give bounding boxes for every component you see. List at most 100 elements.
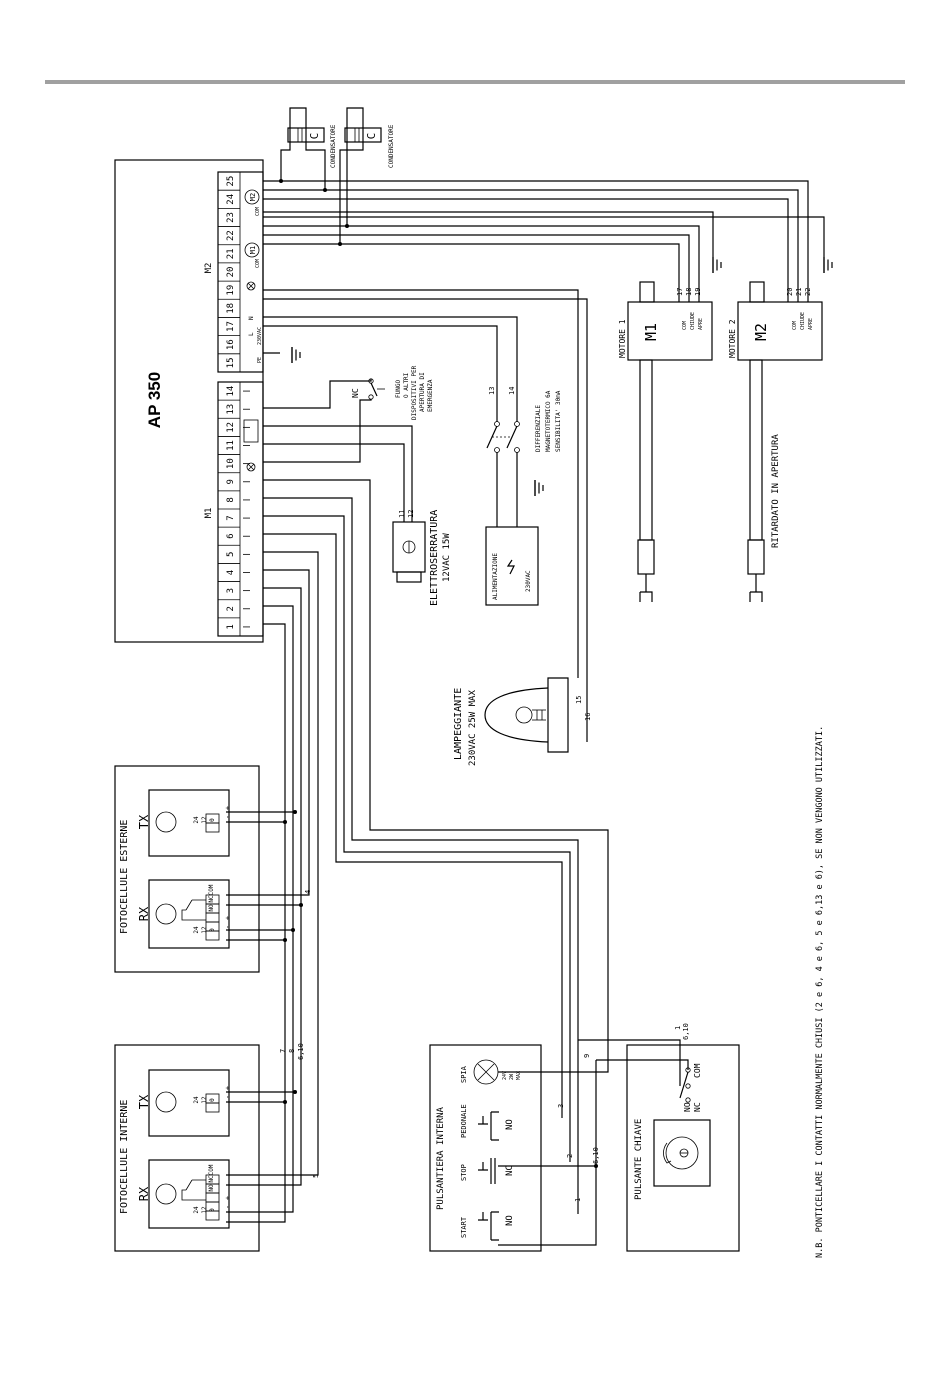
emergency-nc: NC	[351, 388, 360, 398]
int-rx-contact-no: NO	[208, 1184, 215, 1192]
ext-rx-contact-no: NO	[208, 904, 215, 912]
terminal-m2-25: 25	[226, 176, 236, 187]
key-switch: PULSANTE CHIAVE NO NC COM 1 6,10	[626, 1023, 740, 1252]
key-com: COM	[693, 1063, 702, 1078]
ext-rx-pwr-12: 12	[201, 926, 208, 934]
strip-pe: PE	[257, 357, 263, 363]
ext-tx-pwr-sign-0: -	[224, 815, 232, 819]
terminal-m1-3: 3	[226, 588, 236, 593]
ext-rx-pwr-sign-0: -	[224, 925, 232, 929]
power-supply-title: ALIMENTAZIONE	[492, 553, 499, 600]
terminal-m1-2: 2	[226, 606, 236, 611]
capacitor-2: C CONDENSATORE	[344, 118, 395, 168]
capacitor-2-letter: C	[365, 133, 378, 140]
terminal-m1-8: 8	[226, 497, 236, 502]
lock-spec: 12VAC 15W	[442, 533, 452, 582]
electric-lock: 11 12 ELETTROSERRATURA 12VAC 15W	[392, 510, 452, 606]
lamp-spec: 230VAC 25W MAX	[468, 690, 478, 766]
int-tx-pwr-24: 24	[193, 1096, 200, 1104]
differential-line-1: DIFFERENZIALE	[535, 405, 542, 452]
differential-num-14: 14	[508, 387, 516, 395]
strip-m1-symbol: M1	[249, 246, 257, 254]
emergency-line-3: DISPOSITIVI PER	[411, 365, 418, 420]
wire-label-panel-9: 9	[583, 1054, 591, 1058]
ext-tx-pwr-0: 0	[209, 818, 216, 822]
spia-spec-3: MAX	[516, 1071, 522, 1080]
ext-tx-pwr-24: 24	[193, 816, 200, 824]
int-tx-label: TX	[137, 1094, 151, 1109]
motor-2: MOTORE 2 M2 COM CHIUDE APRE 20 21 22 RIT…	[728, 281, 823, 602]
ext-rx-contact-nc: NC	[208, 895, 215, 903]
emergency-device: NC FUNGO O ALTRI DISPOSITIVI PER APERTUR…	[351, 365, 434, 420]
int-rx-pwr-12: 12	[201, 1206, 208, 1214]
motor-2-label: M2	[752, 323, 770, 341]
motor-2-note: RITARDATO IN APERTURA	[771, 434, 781, 548]
motor-1: MOTORE 1 M1 COM CHIUDE APRE 17 18 19	[618, 281, 713, 602]
push-panel: PULSANTIERA INTERNA START STOP PEDONALE …	[429, 1044, 542, 1252]
ext-rx-pwr-0: 0	[209, 928, 216, 932]
emergency-line-1: FUNGO	[395, 380, 402, 398]
motor-2-title: MOTORE 2	[728, 319, 737, 358]
motor-1-title: MOTORE 1	[618, 319, 627, 358]
strip-vac: 230VAC	[257, 327, 263, 345]
key-no: NO	[683, 1102, 692, 1112]
terminal-m2-23: 23	[226, 212, 236, 223]
push-stop-label: STOP	[460, 1164, 468, 1181]
motor-1-term-chiude: CHIUDE	[690, 312, 696, 330]
spia-spec-1: 24V	[502, 1071, 508, 1080]
flashing-lamp: LAMPEGGIANTE 230VAC 25W MAX 15 16	[453, 677, 592, 766]
block-m2-label: M2	[204, 263, 214, 274]
terminal-m1-11: 11	[226, 440, 236, 451]
capacitor-2-label: CONDENSATORE	[388, 124, 395, 168]
ext-rx-contact-com: COM	[208, 884, 215, 895]
int-tx-pwr-0: 0	[209, 1098, 216, 1102]
capacitor-1-label: CONDENSATORE	[330, 124, 337, 168]
key-nc: NC	[693, 1102, 702, 1112]
capacitor-1: C CONDENSATORE	[287, 118, 337, 168]
wire-label-7: 7	[279, 1049, 287, 1053]
motor-2-num-21: 21	[795, 288, 803, 296]
power-supply: ALIMENTAZIONE 230VAC	[485, 479, 544, 606]
motor-1-num-19: 19	[694, 288, 702, 296]
push-pedonale-label: PEDONALE	[460, 1104, 468, 1138]
int-rx-pwr-24: 24	[193, 1206, 200, 1214]
key-wire-610: 6,10	[682, 1023, 690, 1040]
emergency-line-5: EMERGENZA	[427, 379, 434, 412]
strip-m2-symbol: M2	[249, 193, 257, 201]
photocell-int-tx: TX	[137, 1069, 230, 1137]
key-switch-title: PULSANTE CHIAVE	[634, 1119, 644, 1200]
int-rx-pwr-0: 0	[209, 1208, 216, 1212]
terminal-m2-21: 21	[226, 248, 236, 259]
terminal-m2-18: 18	[226, 303, 236, 314]
differential-line-3: SENSIBILITA' 30mA	[555, 390, 562, 452]
power-supply-vac: 230VAC	[525, 570, 532, 592]
motor-1-term-apre: APRE	[698, 318, 704, 330]
motor-2-num-20: 20	[786, 288, 794, 296]
terminal-m1-13: 13	[226, 404, 236, 415]
lock-num-12: 12	[407, 510, 415, 518]
motor-1-num-17: 17	[676, 288, 684, 296]
photocells-external: FOTOCELLULE ESTERNE TX RX	[114, 765, 260, 973]
lock-num-11: 11	[398, 510, 406, 518]
differential-switch: 13 14 DIFFERENZIALE MAGNETOTERMICO 6A SE…	[486, 387, 562, 453]
terminal-m2-19: 19	[226, 285, 236, 296]
wiring	[226, 107, 825, 1246]
ext-tx-pwr-sign-1: +	[224, 806, 232, 810]
emergency-line-4: APERTURA DI	[419, 372, 426, 412]
ext-rx-pwr-sign-1: +	[224, 916, 232, 920]
ext-tx-label: TX	[137, 814, 151, 829]
strip-n: N	[248, 316, 255, 320]
push-start-label: START	[460, 1216, 468, 1238]
int-tx-pwr-sign-0: -	[224, 1095, 232, 1099]
block-m1-label: M1	[204, 508, 214, 519]
terminal-m2-24: 24	[226, 194, 236, 205]
lamp-title: LAMPEGGIANTE	[453, 688, 464, 760]
terminal-m1-6: 6	[226, 534, 236, 539]
motor-2-term-chiude: CHIUDE	[800, 312, 806, 330]
int-rx-label: RX	[137, 1186, 151, 1201]
int-rx-contact-nc: NC	[208, 1175, 215, 1183]
key-wire-1: 1	[674, 1026, 682, 1030]
wire-label-panel-3: 3	[557, 1104, 565, 1108]
terminal-m2-15: 15	[226, 357, 236, 368]
